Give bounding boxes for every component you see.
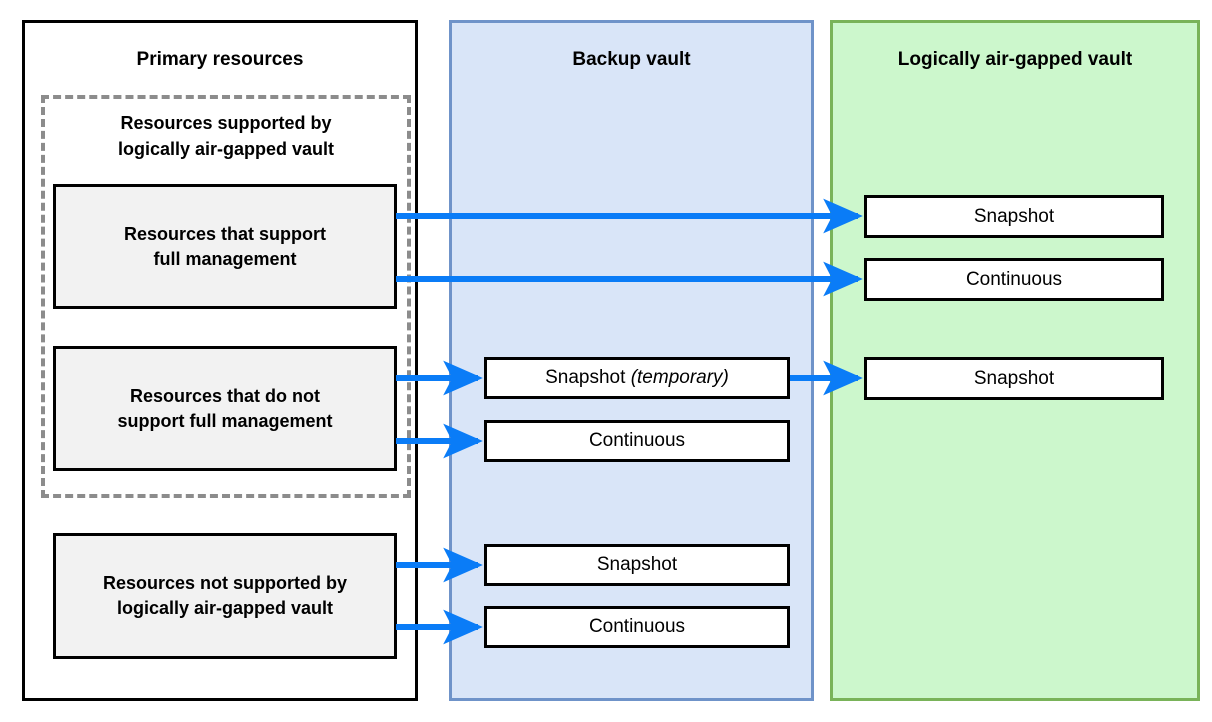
box-label: Resources that do not support full manag… xyxy=(117,384,332,434)
box-label-line2: logically air-gapped vault xyxy=(116,598,334,618)
air-gapped-vault-item-continuous[interactable]: Continuous xyxy=(864,258,1164,301)
box-resources-that-do-not-support-full-management[interactable]: Resources that do not support full manag… xyxy=(53,346,397,471)
item-label-qualifier: (temporary) xyxy=(630,367,729,388)
item-label-text: Continuous xyxy=(965,268,1063,290)
box-resources-not-supported-by-lag-vault[interactable]: Resources not supported by logically air… xyxy=(53,533,397,659)
backup-vault-item-snapshot-temporary[interactable]: Snapshot (temporary) xyxy=(484,357,790,399)
group-label-resources-supported: Resources supported by logically air-gap… xyxy=(41,110,411,162)
box-label-line1: Resources that do not xyxy=(129,385,320,406)
item-label-text: Continuous xyxy=(588,430,686,451)
item-label-text: Snapshot xyxy=(545,367,626,388)
column-title-backup-vault: Backup vault xyxy=(572,49,691,70)
backup-vault-item-continuous-2[interactable]: Continuous xyxy=(484,606,790,648)
group-resources-supported-by-lag-vault xyxy=(41,95,411,498)
box-resources-that-support-full-management[interactable]: Resources that support full management xyxy=(53,184,397,309)
item-label-text: Snapshot xyxy=(973,205,1055,227)
box-label-line1: Resources that support xyxy=(123,223,327,244)
backup-vault-item-snapshot[interactable]: Snapshot xyxy=(484,544,790,586)
column-title-primary-resources: Primary resources xyxy=(136,49,304,70)
item-label: Snapshot (temporary) xyxy=(545,367,729,389)
box-label-line2: support full management xyxy=(117,410,333,431)
box-label-line2: full management xyxy=(153,248,297,269)
box-label-line1: Resources not supported by xyxy=(102,573,348,593)
box-label: Resources not supported by logically air… xyxy=(103,571,347,621)
item-label-text: Continuous xyxy=(588,616,686,637)
air-gapped-vault-item-snapshot[interactable]: Snapshot xyxy=(864,195,1164,238)
group-label-line2: logically air-gapped vault xyxy=(117,139,335,159)
column-title-logically-air-gapped-vault: Logically air-gapped vault xyxy=(897,49,1133,70)
group-label-line1: Resources supported by xyxy=(120,113,332,133)
box-label: Resources that support full management xyxy=(124,222,326,272)
backup-vault-item-continuous[interactable]: Continuous xyxy=(484,420,790,462)
air-gapped-vault-item-snapshot-2[interactable]: Snapshot xyxy=(864,357,1164,400)
item-label-text: Snapshot xyxy=(596,554,678,575)
item-label-text: Snapshot xyxy=(973,367,1055,389)
